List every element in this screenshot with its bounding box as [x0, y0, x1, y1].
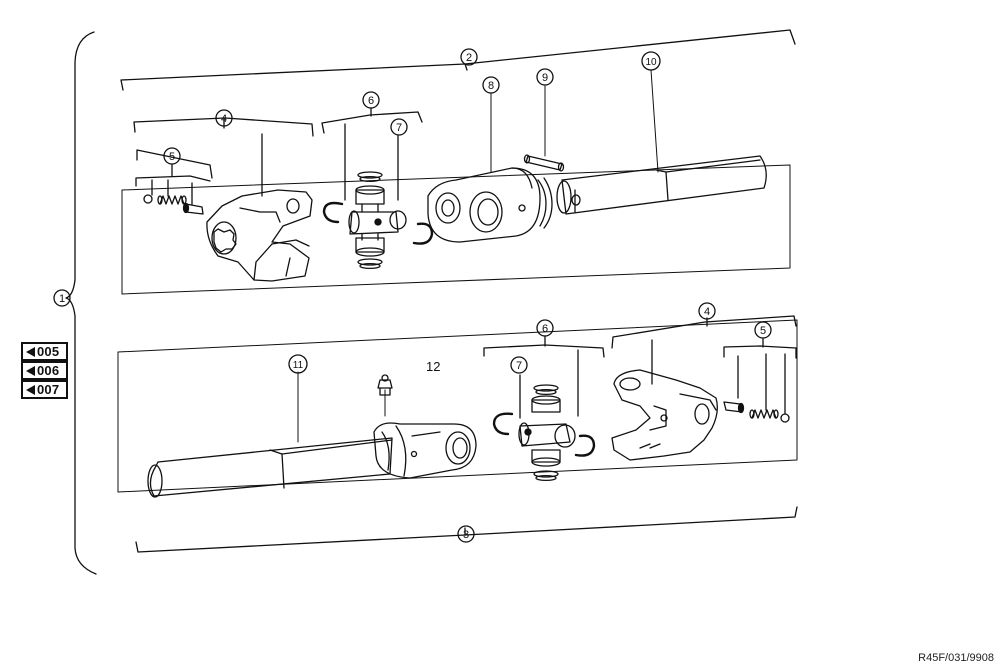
- circlip-lower-left: [492, 412, 514, 436]
- ref-button-006[interactable]: 006: [21, 361, 68, 380]
- back-arrow-icon: [26, 346, 35, 357]
- callout-7-lower: 7: [510, 356, 528, 374]
- shaft-tube-upper: [556, 155, 767, 215]
- label-12: 12: [426, 359, 440, 374]
- svg-text:8: 8: [488, 80, 494, 92]
- callout-6-lower: 6: [536, 319, 554, 337]
- drawing-code: R45F/031/9908: [918, 652, 994, 664]
- splined-yoke-lower: [611, 369, 718, 461]
- svg-text:12: 12: [426, 359, 440, 374]
- pin-lower: [723, 401, 745, 414]
- ref-button-label: 005: [37, 344, 60, 359]
- group-bracket-2: [120, 29, 796, 91]
- callout-4-upper: 4: [215, 109, 233, 127]
- svg-text:9: 9: [542, 72, 548, 84]
- svg-text:6: 6: [542, 323, 548, 335]
- svg-text:4: 4: [704, 306, 710, 318]
- svg-text:5: 5: [169, 151, 175, 163]
- callout-2: 2: [460, 48, 478, 66]
- tube-yoke-lower: [373, 422, 477, 479]
- cross-spider-upper: [348, 171, 407, 270]
- sub-bracket-5-upper: [135, 149, 213, 205]
- sub-bracket-6-upper: [321, 107, 423, 201]
- callout-6-upper: 6: [362, 91, 380, 109]
- sub-bracket-5-lower: [723, 338, 797, 415]
- spring-lower: [749, 409, 779, 419]
- callout-11: 11: [288, 354, 308, 374]
- callout-5-lower: 5: [754, 321, 772, 339]
- circlip-lower-right: [574, 434, 596, 457]
- shaft-tube-lower: [147, 437, 393, 498]
- callout-8: 8: [482, 76, 500, 94]
- callout-10: 10: [641, 51, 661, 71]
- svg-text:6: 6: [368, 95, 374, 107]
- svg-text:11: 11: [293, 360, 304, 371]
- splined-yoke-upper: [206, 189, 313, 282]
- callout-5-upper: 5: [163, 147, 181, 165]
- upper-shaft-frame: [121, 164, 791, 295]
- svg-text:2: 2: [466, 52, 472, 64]
- svg-text:7: 7: [396, 122, 402, 134]
- leader-lines: [297, 69, 659, 443]
- ref-button-007[interactable]: 007: [21, 380, 68, 399]
- svg-text:5: 5: [760, 325, 766, 337]
- callout-1: 1: [53, 289, 71, 307]
- back-arrow-icon: [26, 365, 35, 376]
- ref-button-label: 006: [37, 363, 60, 378]
- detent-ball-upper: [143, 194, 153, 204]
- ref-button-005[interactable]: 005: [21, 342, 68, 361]
- group-bracket-3: [135, 506, 798, 553]
- callout-4-lower: 4: [698, 302, 716, 320]
- cross-spider-lower: [518, 384, 576, 482]
- pin-upper: [182, 202, 204, 215]
- spring-upper: [157, 195, 187, 205]
- callout-9: 9: [536, 68, 554, 86]
- assembly-bracket-1: [65, 31, 97, 575]
- lower-shaft-frame: [117, 319, 798, 493]
- detent-ball-lower: [780, 413, 790, 423]
- svg-text:4: 4: [221, 113, 227, 125]
- sub-bracket-4-lower: [611, 315, 797, 385]
- svg-text:10: 10: [645, 57, 657, 68]
- svg-text:7: 7: [516, 360, 522, 372]
- callout-3: 3: [457, 525, 475, 543]
- sub-bracket-6-lower: [483, 335, 605, 419]
- ref-button-label: 007: [37, 382, 60, 397]
- callout-7-upper: 7: [390, 118, 408, 136]
- circlip-upper-left: [322, 201, 344, 224]
- yoke-tube-upper: [427, 167, 553, 243]
- roll-pin-upper: [523, 154, 565, 172]
- svg-text:1: 1: [59, 293, 65, 305]
- back-arrow-icon: [26, 384, 35, 395]
- grease-nipple-12: [377, 374, 393, 396]
- circlip-upper-right: [412, 222, 434, 245]
- svg-text:3: 3: [463, 529, 469, 541]
